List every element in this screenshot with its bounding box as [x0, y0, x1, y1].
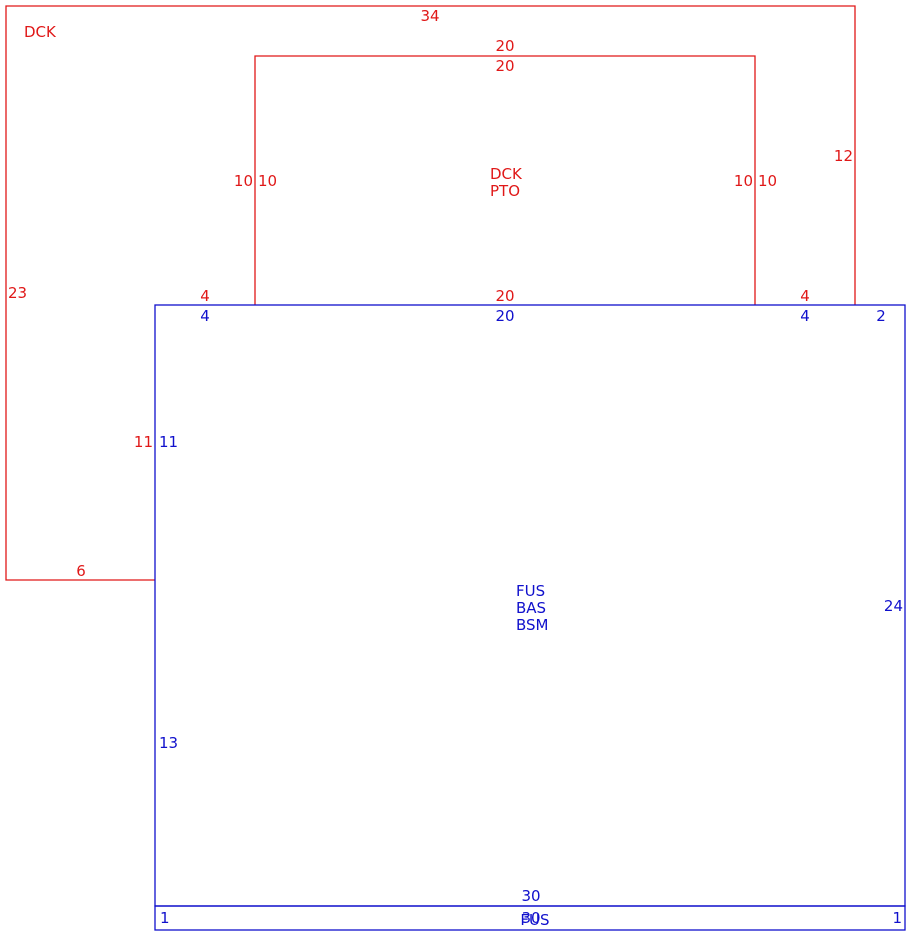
house-area-label-line3: BSM — [516, 616, 549, 634]
house-top-right-step-dimension: 4 — [800, 307, 810, 325]
porch-left-inner-dimension: 10 — [258, 172, 277, 190]
porch-joint-dimension: 20 — [495, 287, 514, 305]
porch-right-outer-dimension: 10 — [758, 172, 777, 190]
porch-left-outer-dimension: 10 — [234, 172, 253, 190]
house-top-left-step-dimension: 4 — [200, 307, 210, 325]
house-left-lower-dimension: 13 — [159, 734, 178, 752]
porch-outline — [254, 55, 756, 305]
porch-right-inner-dimension: 10 — [734, 172, 753, 190]
strip-outline — [154, 905, 906, 931]
porch-area-label-line1: DCK — [490, 165, 523, 183]
deck-step-left-dimension: 4 — [200, 287, 210, 305]
strip-area-label: FUS — [520, 911, 549, 929]
porch-top-outer-dimension: 20 — [495, 37, 514, 55]
deck-step-right-dimension: 4 — [800, 287, 810, 305]
deck-outline — [5, 5, 856, 581]
house-bottom-dimension: 30 — [521, 887, 540, 905]
house-area-label-line2: BAS — [516, 599, 546, 617]
house-left-upper-dimension: 11 — [159, 433, 178, 451]
deck-outer-bottom-dimension: 6 — [76, 562, 86, 580]
house-right-dimension: 24 — [884, 597, 903, 615]
strip-left-dimension: 1 — [160, 909, 170, 927]
deck-outer-top-dimension: 34 — [420, 7, 439, 25]
porch-top-inner-dimension: 20 — [495, 57, 514, 75]
house-top-right-corner-dimension: 2 — [876, 307, 886, 325]
porch-area-label-line2: PTO — [490, 182, 520, 200]
deck-left-join-dimension: 11 — [134, 433, 153, 451]
house-top-middle-dimension: 20 — [495, 307, 514, 325]
deck-area-label: DCK — [24, 23, 57, 41]
deck-outer-right-dimension: 12 — [834, 147, 853, 165]
strip-bottom-dimension: 30 — [521, 909, 540, 927]
house-area-label-line1: FUS — [516, 582, 545, 600]
deck-outer-left-dimension: 23 — [8, 284, 27, 302]
strip-right-dimension: 1 — [892, 909, 902, 927]
